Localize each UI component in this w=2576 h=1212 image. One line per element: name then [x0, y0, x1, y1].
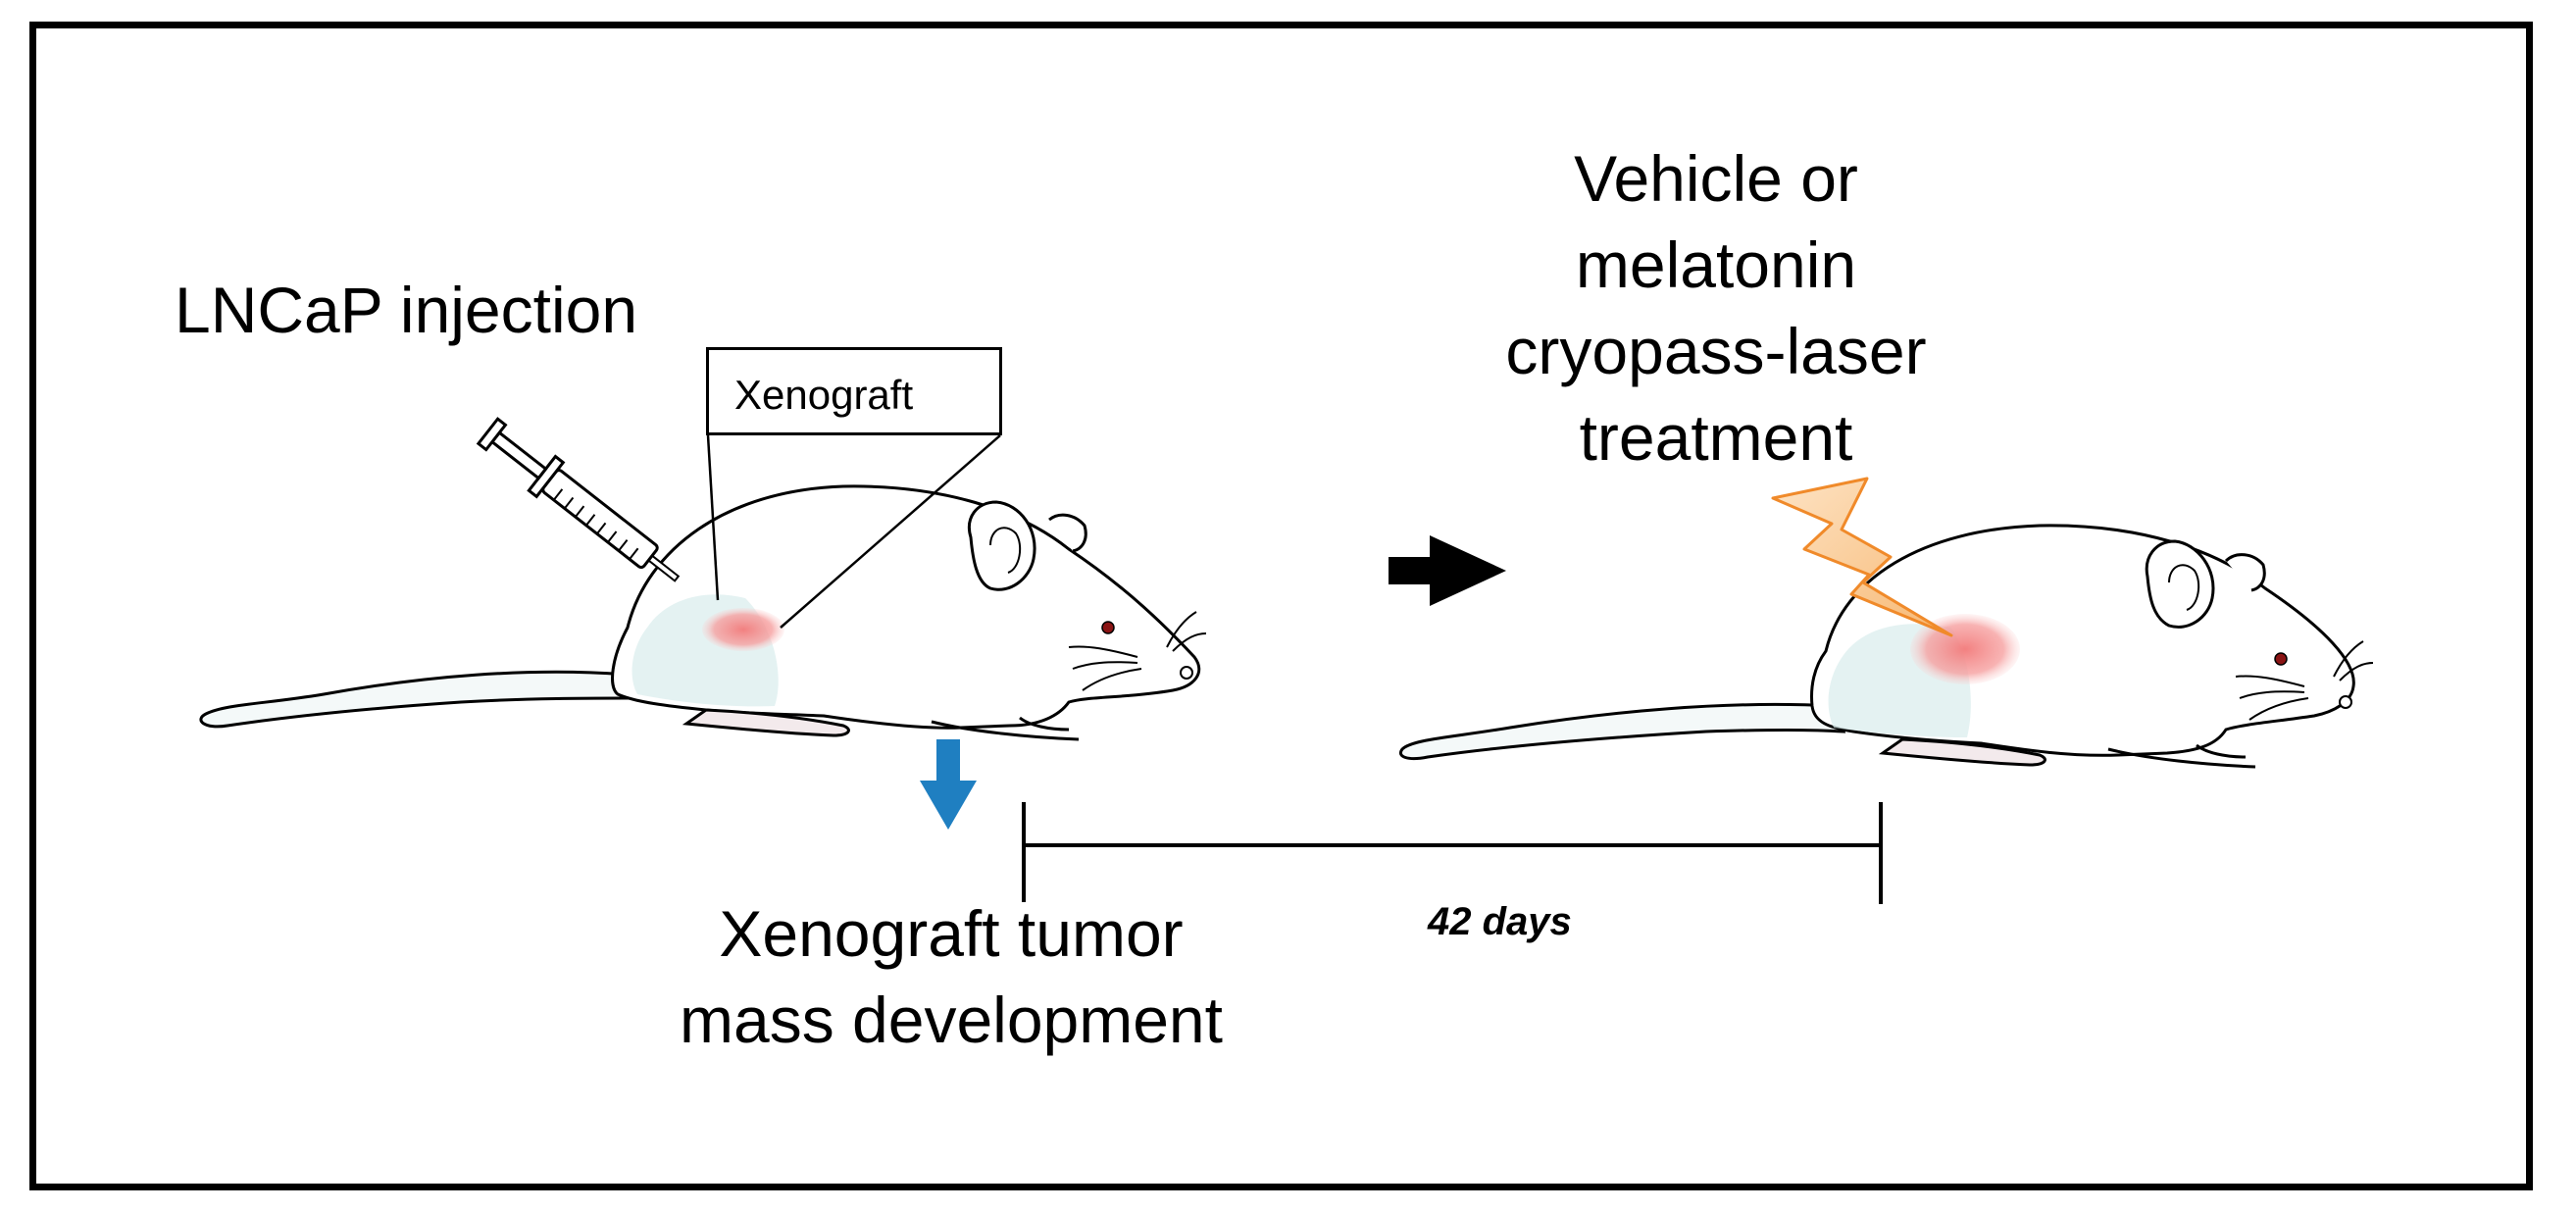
timeline-bracket: [1022, 802, 1883, 904]
callout-lines: [706, 434, 1001, 629]
treatment-line: melatonin: [1575, 228, 1857, 301]
syringe-icon: [476, 417, 681, 582]
injection-label: LNCaP injection: [175, 274, 638, 346]
down-arrow-icon: [920, 739, 977, 830]
mouse-icon: [199, 484, 1207, 741]
treatment-line: cryopass-laser: [1505, 315, 1927, 387]
tumor-spot-left: [702, 608, 784, 651]
tumor-line: mass development: [680, 984, 1223, 1056]
outer-frame: [29, 22, 2533, 1190]
tumor-line: Xenograft tumor: [719, 897, 1184, 970]
mouse-icon: [1399, 524, 2374, 769]
treatment-line: Vehicle or: [1574, 142, 1858, 215]
xenograft-callout-box: Xenograft: [706, 347, 1002, 435]
treatment-line: treatment: [1579, 401, 1853, 474]
tumor-development-label: Xenograft tumor mass development: [598, 890, 1304, 1063]
lightning-bolt-icon: [1771, 477, 1953, 637]
duration-label: 42 days: [1428, 900, 1572, 943]
right-arrow-icon: [1389, 535, 1506, 606]
tumor-spot-right: [1910, 614, 2020, 684]
xenograft-callout-label: Xenograft: [734, 372, 914, 418]
treatment-label: Vehicle or melatonin cryopass-laser trea…: [1432, 135, 2000, 480]
